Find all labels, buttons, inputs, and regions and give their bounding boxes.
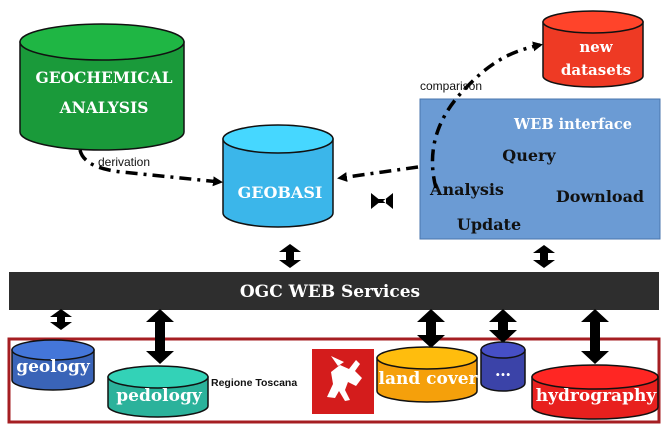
ogc-landcover-arrow: [417, 309, 445, 348]
geochemical-label-line1: GEOCHEMICAL: [35, 68, 172, 87]
derivation-label: derivation: [98, 155, 150, 169]
ogc-web-services-bar: [9, 272, 659, 310]
geobasi-cylinder: GEOBASI: [222, 124, 334, 228]
pedology-label: pedology: [116, 386, 203, 406]
analysis-label: Analysis: [429, 180, 504, 199]
regione-toscana-frame: [7, 337, 661, 424]
land-cover-label: land cover: [379, 369, 479, 389]
web-ogc-arrow: [533, 245, 555, 268]
land-cover-cylinder: land cover: [376, 346, 479, 403]
new-datasets-cylinder: new datasets: [542, 10, 644, 88]
geobasi-label: GEOBASI: [238, 183, 323, 202]
geobasi-ogc-arrow: [279, 244, 301, 268]
regione-toscana-logo: [312, 349, 374, 414]
update-label: Update: [457, 215, 521, 234]
ogc-pedology-arrow: [146, 309, 174, 364]
ellipsis-label: …: [495, 361, 511, 380]
web-interface-title: WEB interface: [513, 116, 632, 133]
download-label: Download: [556, 187, 644, 206]
web-to-geobasi-arrow: [337, 165, 419, 182]
new-datasets-label-line1: new: [579, 38, 613, 56]
geochemical-label-line2: ANALYSIS: [59, 98, 149, 117]
geology-label: geology: [16, 357, 91, 377]
ellipsis-cylinder: …: [480, 341, 526, 392]
comparison-arrow: [430, 41, 543, 189]
geology-cylinder: geology: [11, 339, 95, 391]
geobasi-web-double-arrow: [371, 193, 393, 209]
new-datasets-label-line2: datasets: [561, 61, 631, 79]
pedology-cylinder: pedology: [107, 365, 209, 418]
query-label: Query: [502, 146, 556, 165]
ogc-geology-arrow: [50, 309, 72, 330]
comparison-label: comparison: [420, 79, 482, 93]
geochemical-analysis-cylinder: GEOCHEMICAL ANALYSIS: [19, 23, 185, 151]
vertical-double-arrows: [50, 244, 609, 364]
web-interface-box: WEB interface Query Analysis Download Up…: [419, 98, 661, 240]
ogc-web-services-label: OGC WEB Services: [240, 282, 420, 302]
ogc-hydrography-arrow: [581, 309, 609, 364]
derivation-arrow: [78, 149, 223, 187]
hydrography-cylinder: hydrography: [531, 364, 659, 420]
regione-toscana-label: Regione Toscana: [211, 377, 297, 389]
ogc-ellipsis-arrow: [489, 309, 517, 343]
hydrography-label: hydrography: [536, 386, 658, 406]
